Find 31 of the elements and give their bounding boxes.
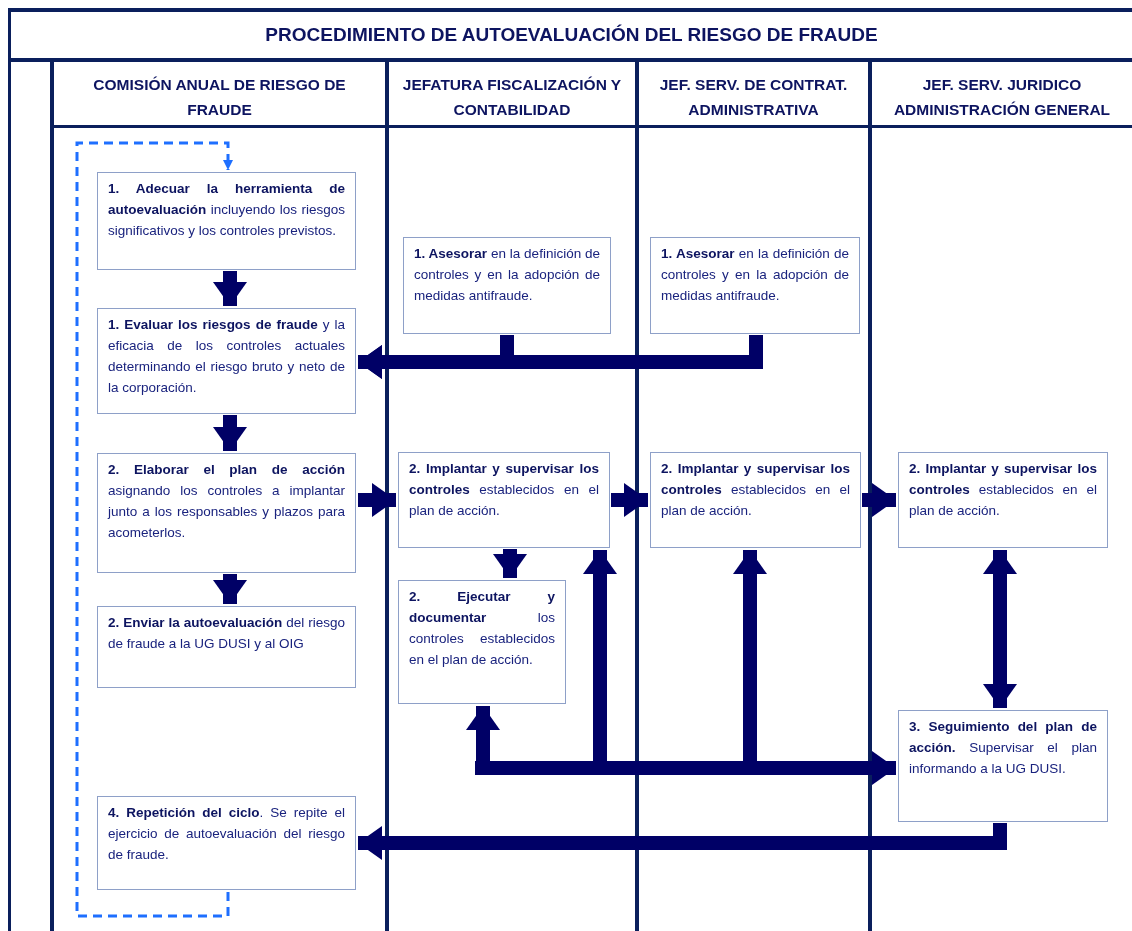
block-arrow (493, 549, 527, 578)
process-box: 1. Asesorar en la definición de controles y en la adopción de medidas antifraude. (403, 237, 611, 334)
swimlane (385, 62, 635, 931)
process-box: 4. Repetición del ciclo. Se repite el ejercicio de autoevaluación del riesgo de fraude. (97, 796, 356, 890)
process-box: 2. Implantar y supervisar los controles establecidos en el plan de acción. (398, 452, 610, 548)
lane-title: JEF. SERV. DE CONTRAT. ADMINISTRATIVA (658, 75, 849, 120)
lane-title: JEF. SERV. JURIDICO ADMINISTRACIÓN GENERAL (892, 75, 1112, 120)
double-arrow (983, 550, 1017, 708)
lane-title: JEFATURA FISCALIZACIÓN Y CONTABILIDAD (401, 75, 623, 120)
block-arrow (213, 574, 247, 604)
block-arrow (358, 483, 396, 517)
lane-title: COMISIÓN ANUAL DE RIESGO DE FRAUDE (92, 75, 347, 120)
process-box: 2. Implantar y supervisar los controles establecidos en el plan de acción. (650, 452, 861, 548)
swimlane (50, 62, 385, 931)
block-arrow (358, 823, 1007, 860)
dashed-arrow (75, 141, 233, 918)
diagram-title: PROCEDIMIENTO DE AUTOEVALUACIÓN DEL RIESGO DE FRAUDE (11, 12, 1132, 62)
block-arrow (611, 483, 648, 517)
process-box: 2. Ejecutar y documentar los controles establecidos en el plan de acción. (398, 580, 566, 704)
process-box: 1. Adecuar la herramienta de autoevaluación incluyendo los riesgos significativos y los controles previstos. (97, 172, 356, 270)
process-box: 2. Implantar y supervisar los controles establecidos en el plan de acción. (898, 452, 1108, 548)
block-arrow (213, 415, 247, 451)
process-box: 2. Elaborar el plan de acción asignando los controles a implantar junto a los responsables y plazos para acometerlos. (97, 453, 356, 573)
swimlane (635, 62, 868, 931)
block-arrow (213, 271, 247, 306)
block-arrow (862, 483, 896, 517)
process-box: 1. Asesorar en la definición de controles y en la adopción de medidas antifraude. (650, 237, 860, 334)
process-box: 2. Enviar la autoevaluación del riesgo de fraude a la UG DUSI y al OIG (97, 606, 356, 688)
swimlane (868, 62, 1132, 931)
process-box: 1. Evaluar los riesgos de fraude y la eficacia de los controles actuales determinando el riesgo bruto y neto de la corporación. (97, 308, 356, 414)
process-box: 3. Seguimiento del plan de acción. Supervisar el plan informando a la UG DUSI. (898, 710, 1108, 822)
